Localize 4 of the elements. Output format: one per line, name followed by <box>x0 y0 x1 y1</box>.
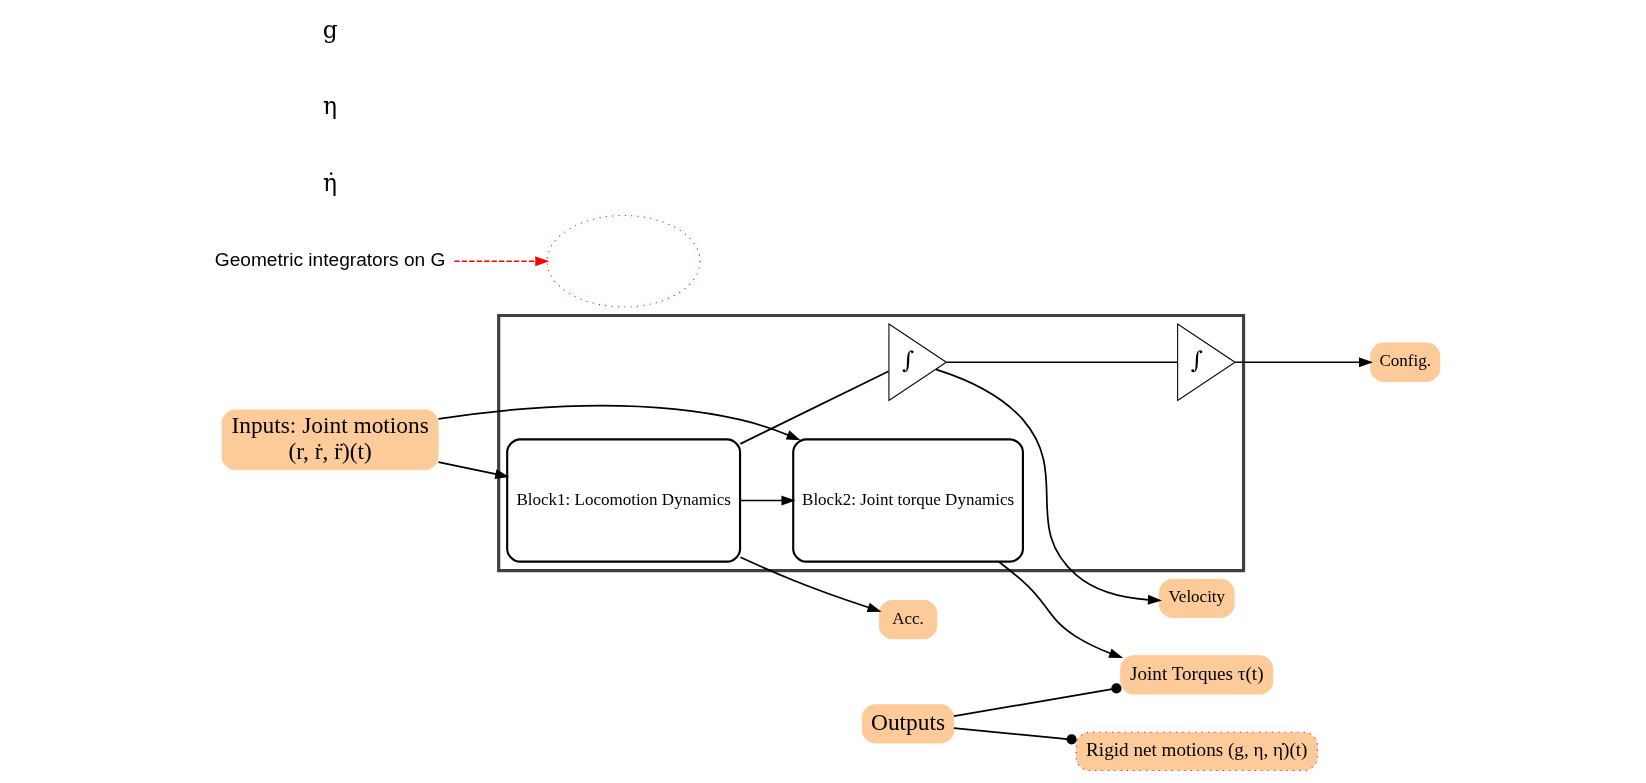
label: η <box>323 92 338 121</box>
node-text: Geometric integrators on G <box>214 248 446 270</box>
label: g <box>322 15 338 44</box>
label: η̇ <box>323 168 338 197</box>
